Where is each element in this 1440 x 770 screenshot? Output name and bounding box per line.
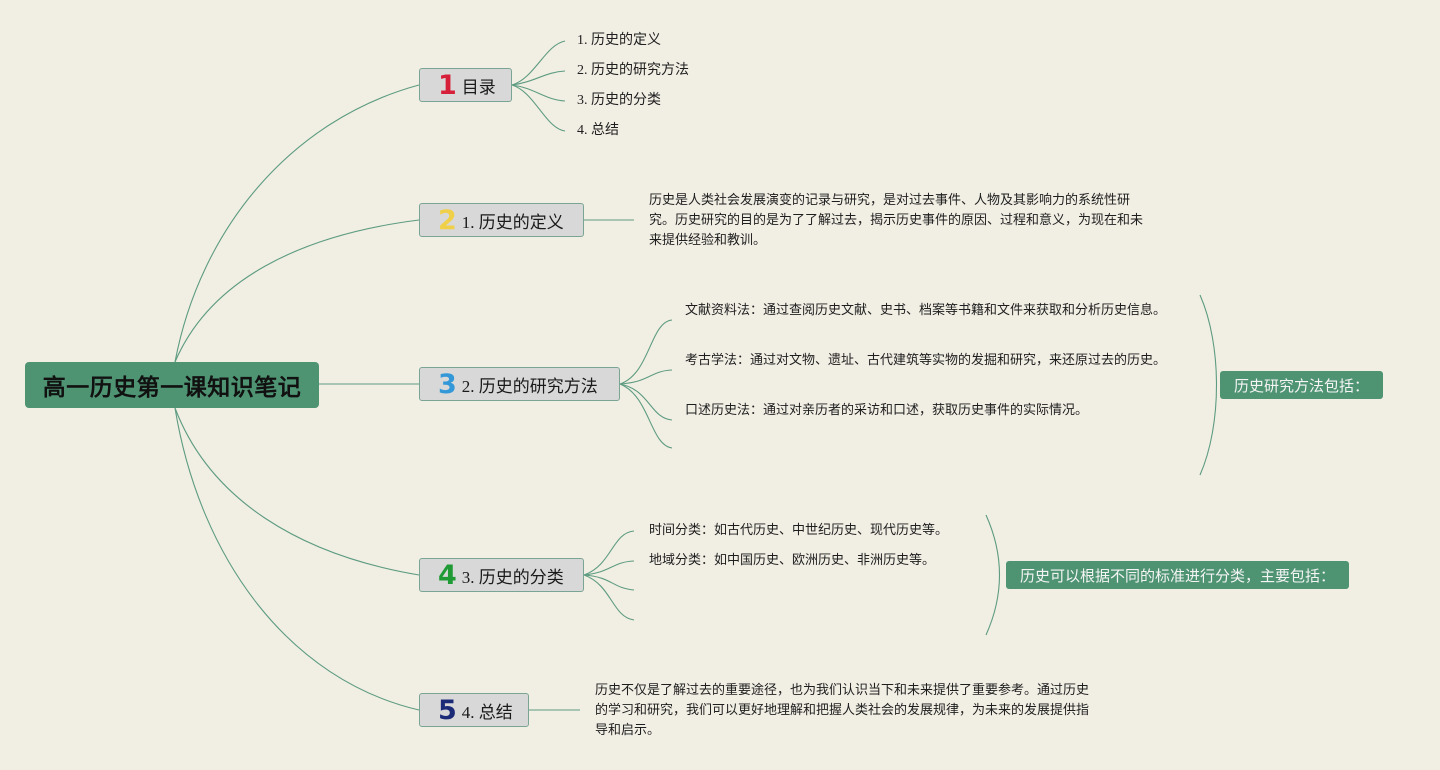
toc-item[interactable]: 2. 历史的研究方法: [577, 63, 689, 78]
classification-time[interactable]: 时间分类：如古代历史、中世纪历史、现代历史等。: [649, 523, 949, 538]
methods-summary[interactable]: 历史研究方法包括：: [1220, 371, 1384, 399]
definition-text[interactable]: 历史是人类社会发展演变的记录与研究，是对过去事件、人物及其影响力的系统性研究。历…: [649, 193, 1144, 248]
number-1-icon: 1: [438, 69, 457, 101]
topic-label: 目录: [461, 77, 496, 97]
classification-summary[interactable]: 历史可以根据不同的标准进行分类，主要包括：: [1006, 561, 1350, 589]
number-4-icon: 4: [438, 559, 457, 591]
topic-definition[interactable]: 2 1. 历史的定义: [419, 203, 584, 237]
toc-item[interactable]: 4. 总结: [577, 123, 619, 138]
topic-label: 3. 历史的分类: [461, 567, 564, 587]
number-5-icon: 5: [438, 694, 457, 726]
topic-conclusion[interactable]: 5 4. 总结: [419, 693, 529, 727]
method-oral-history[interactable]: 口述历史法：通过对亲历者的采访和口述，获取历史事件的实际情况。: [685, 403, 1089, 418]
topic-methods[interactable]: 3 2. 历史的研究方法: [419, 367, 620, 401]
method-documents[interactable]: 文献资料法：通过查阅历史文献、史书、档案等书籍和文件来获取和分析历史信息。: [685, 303, 1167, 318]
topic-label: 2. 历史的研究方法: [461, 376, 598, 396]
topic-contents[interactable]: 1 目录: [419, 68, 512, 102]
number-2-icon: 2: [438, 204, 457, 236]
toc-item[interactable]: 1. 历史的定义: [577, 33, 661, 48]
central-topic[interactable]: 高一历史第一课知识笔记: [25, 362, 319, 408]
summary-label: 历史研究方法包括：: [1234, 376, 1370, 395]
conclusion-text[interactable]: 历史不仅是了解过去的重要途径，也为我们认识当下和未来提供了重要参考。通过历史的学…: [595, 683, 1090, 738]
summary-label: 历史可以根据不同的标准进行分类，主要包括：: [1020, 566, 1336, 585]
topic-classification[interactable]: 4 3. 历史的分类: [419, 558, 584, 592]
toc-item[interactable]: 3. 历史的分类: [577, 93, 661, 108]
central-topic-label: 高一历史第一课知识笔记: [42, 375, 302, 401]
number-3-icon: 3: [438, 368, 457, 400]
classification-region[interactable]: 地域分类：如中国历史、欧洲历史、非洲历史等。: [649, 553, 936, 568]
method-archaeology[interactable]: 考古学法：通过对文物、遗址、古代建筑等实物的发掘和研究，来还原过去的历史。: [685, 353, 1167, 368]
topic-label: 1. 历史的定义: [461, 212, 564, 232]
topic-label: 4. 总结: [461, 702, 513, 722]
